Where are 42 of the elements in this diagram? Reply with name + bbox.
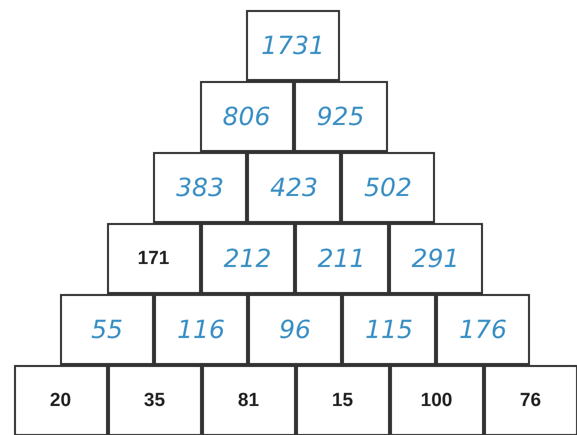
number-box [60, 294, 154, 365]
handwritten-number: 116 [177, 315, 225, 344]
handwritten-number: 115 [365, 315, 413, 344]
given-number: 100 [420, 390, 452, 412]
handwritten-number: 291 [412, 244, 460, 273]
number-box [294, 81, 388, 152]
handwritten-number: 502 [364, 173, 412, 202]
handwritten-number: 176 [459, 315, 507, 344]
number-box [296, 365, 390, 435]
number-box [108, 365, 202, 435]
number-box [247, 152, 341, 223]
handwritten-number: 383 [176, 173, 224, 202]
handwritten-number: 211 [318, 244, 366, 273]
number-box [200, 223, 294, 294]
given-number: 171 [138, 248, 170, 270]
number-box [200, 81, 294, 152]
given-number: 81 [238, 390, 260, 412]
handwritten-number: 96 [279, 315, 311, 344]
number-box [246, 10, 340, 81]
number-box [341, 152, 435, 223]
number-box [154, 294, 248, 365]
handwritten-number: 1731 [261, 31, 325, 60]
number-box [390, 365, 484, 435]
handwritten-number: 806 [222, 102, 270, 131]
number-box [388, 223, 482, 294]
number-box [436, 294, 530, 365]
number-box [14, 365, 108, 435]
handwritten-number: 55 [91, 315, 123, 344]
number-box [106, 223, 200, 294]
given-number: 20 [50, 390, 72, 412]
number-box [294, 223, 388, 294]
handwritten-number: 925 [316, 102, 364, 131]
number-box [153, 152, 247, 223]
number-box [342, 294, 436, 365]
number-box [248, 294, 342, 365]
number-box [202, 365, 296, 435]
handwritten-number: 423 [270, 173, 318, 202]
given-number: 76 [520, 390, 542, 412]
handwritten-number: 212 [224, 244, 272, 273]
given-number: 15 [332, 390, 354, 412]
given-number: 35 [144, 390, 166, 412]
number-box [484, 365, 577, 435]
